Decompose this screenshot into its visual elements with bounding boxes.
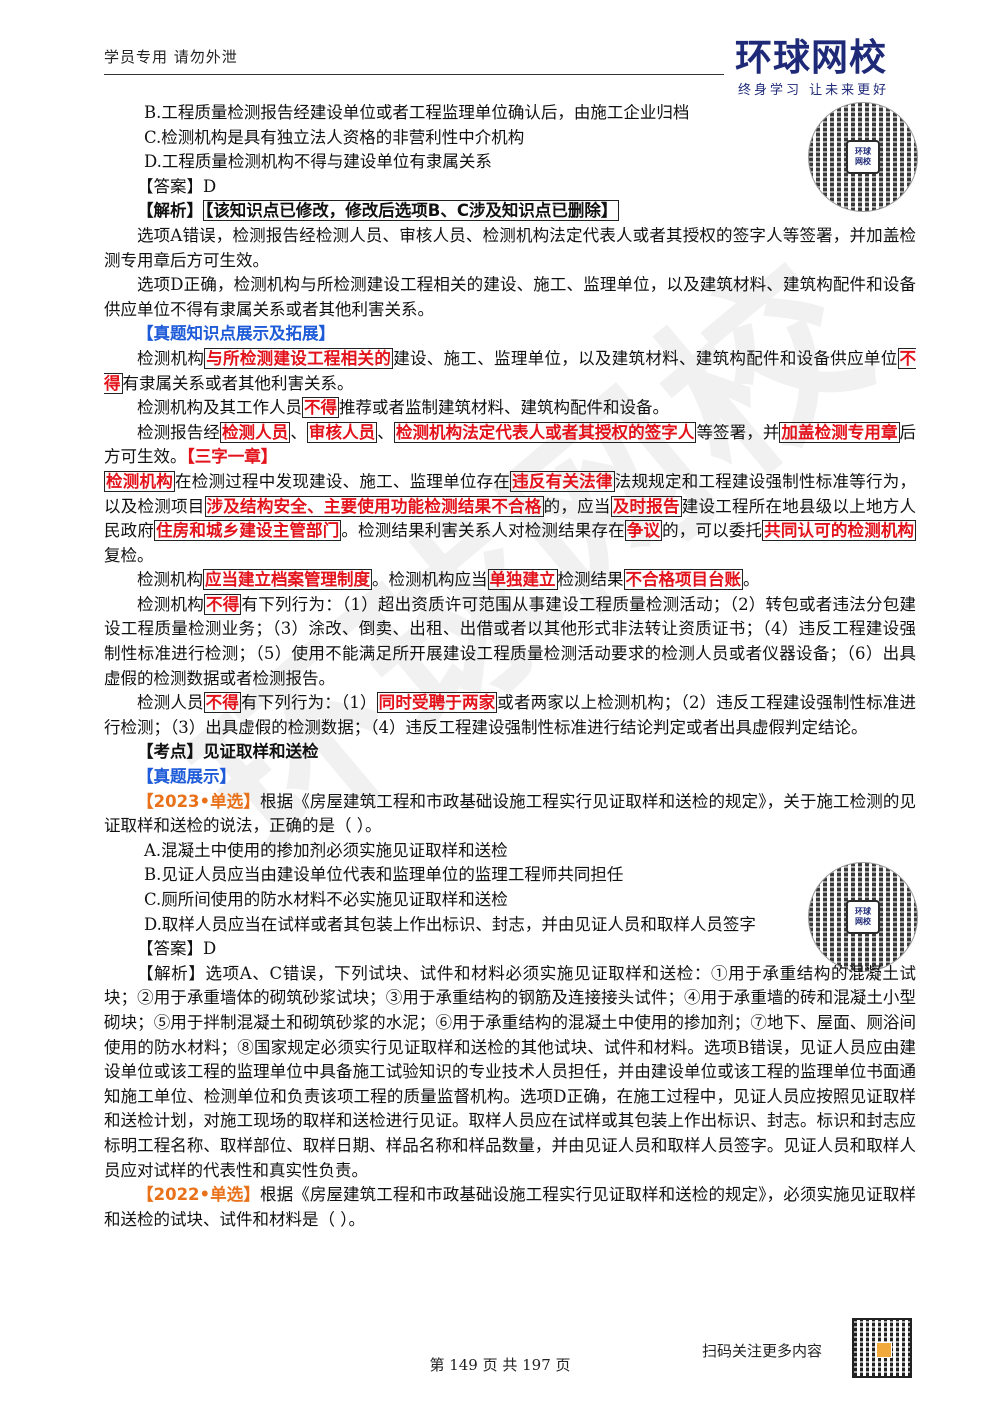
header-notice: 学员专用 请勿外泄 xyxy=(104,48,238,66)
real-question-heading: 【真题展示】 xyxy=(104,765,916,790)
text: 法规规定和工程建设强制性标准等行为，以及检测项目 xyxy=(104,471,917,516)
text: 检测机构及其工作人员 xyxy=(137,398,302,418)
qr-code-icon: 环球 网校 xyxy=(808,862,918,972)
q2-stem: 【2023•单选】根据《房屋建筑工程和市政基础设施工程实行见证取样和送检的规定》… xyxy=(104,790,916,839)
question-stem: 根据《房屋建筑工程和市政基础设施工程实行见证取样和送检的规定》，必须实施见证取样… xyxy=(104,1185,916,1229)
text: 检测人员 xyxy=(137,693,204,713)
highlight: 不合格项目台账 xyxy=(623,569,743,591)
knowledge-p7: 检测人员不得有下列行为：（1）同时受聘于两家或者两家以上检测机构；（2）违反工程… xyxy=(104,691,916,740)
q2-analysis: 【解析】选项A、C错误，下列试块、试件和材料必须实施见证取样和送检：①用于承重结… xyxy=(104,963,916,1180)
highlight: 同时受聘于两家 xyxy=(376,692,498,714)
highlight: 共同认可的检测机构 xyxy=(762,520,917,542)
knowledge-p1: 检测机构与所检测建设工程相关的建设、施工、监理单位，以及建筑材料、建筑构配件和设… xyxy=(104,347,917,396)
text: 。检测机构应当 xyxy=(372,570,488,590)
highlight: 及时报告 xyxy=(610,495,682,517)
highlight: 单独建立 xyxy=(487,569,558,591)
knowledge-heading-text: 【真题知识点展示及拓展】 xyxy=(137,324,335,344)
q1-answer: 【答案】D xyxy=(137,176,217,196)
page-number: 第 149 页 共 197 页 xyxy=(429,1356,571,1374)
qr-code-icon xyxy=(852,1318,912,1378)
text: 检测结果 xyxy=(557,570,624,590)
text: 等签署，并 xyxy=(696,422,780,442)
text: 或者两家以上检测机构；（2）违反工程建设强制性标准进行检测；（3）出具虚假的检测… xyxy=(104,693,917,737)
q2-option-b: B.见证人员应当由建设单位代表和监理单位的监理工程师共同担任 xyxy=(144,865,624,885)
analysis-note: 【该知识点已修改，修改后选项B、C涉及知识点已删除】 xyxy=(203,200,620,222)
qr-logo: 环球 网校 xyxy=(846,900,880,934)
highlight: 不得 xyxy=(203,692,241,714)
question-tag: 【2022•单选】 xyxy=(137,1185,261,1205)
text: 的，应当 xyxy=(543,496,611,516)
knowledge-p3: 检测报告经检测人员、审核人员、检测机构法定代表人或者其授权的签字人等签署，并加盖… xyxy=(104,421,916,470)
highlight: 涉及结构安全、主要使用功能检测结果不合格 xyxy=(204,495,544,517)
text: 检测机构 xyxy=(137,594,204,614)
text: 。检测结果利害关系人对检测结果存在 xyxy=(341,521,625,541)
q2-option-a: A.混凝土中使用的掺加剂必须实施见证取样和送检 xyxy=(144,840,508,860)
kaodian-heading-text: 【考点】见证取样和送检 xyxy=(137,742,319,762)
text: 建设工程所在地县级以上地方人民政府 xyxy=(104,496,917,541)
question-stem: 根据《房屋建筑工程和市政基础设施工程实行见证取样和送检的规定》，关于施工检测的见… xyxy=(104,791,916,836)
highlight: 审核人员 xyxy=(306,421,378,443)
text: 。 xyxy=(743,570,760,590)
knowledge-p6: 检测机构不得有下列行为：（1）超出资质许可范围从事建设工程质量检测活动；（2）转… xyxy=(104,593,916,691)
highlight: 不得 xyxy=(203,593,242,615)
q1-analysis-d: 选项D正确，检测机构与所检测建设工程相关的建设、施工、监理单位，以及建筑材料、建… xyxy=(104,275,916,319)
q1-option-b: B.工程质量检测报告经建设单位或者工程监理单位确认后，由施工企业归档 xyxy=(144,103,690,122)
highlight: 争议 xyxy=(624,520,663,542)
highlight: 不得 xyxy=(104,347,917,394)
brand-logo: 环球网校 终身学习 让未来更好 xyxy=(735,36,915,99)
qr-dot xyxy=(876,1342,892,1358)
highlight: 加盖检测专用章 xyxy=(779,421,900,443)
highlight: 住房和城乡建设主管部门 xyxy=(154,520,342,542)
text: 建设、施工、监理单位，以及建筑材料、建筑构配件和设备供应单位 xyxy=(393,348,898,368)
logo-slogan: 终身学习 让未来更好 xyxy=(738,83,890,98)
text: 在检测过程中发现建设、施工、监理单位存在 xyxy=(175,471,511,491)
text: 推荐或者监制建筑材料、建筑构配件和设备。 xyxy=(339,398,669,418)
text: 、 xyxy=(290,422,307,442)
q3-stem: 【2022•单选】根据《房屋建筑工程和市政基础设施工程实行见证取样和送检的规定》… xyxy=(104,1183,916,1232)
analysis-label: 【解析】 xyxy=(137,201,203,221)
text: 检测机构 xyxy=(137,348,205,368)
real-question-heading-text: 【真题展示】 xyxy=(137,767,236,787)
text: 后方可生效。 xyxy=(104,422,917,467)
q2-option-d: D.取样人员应当在试样或者其包装上作出标识、封志，并由见证人员和取样人员签字 xyxy=(144,914,756,934)
q1-option-d: D.工程质量检测机构不得与建设单位有隶属关系 xyxy=(144,152,492,172)
text: 有隶属关系或者其他利害关系。 xyxy=(122,373,354,393)
knowledge-p2: 检测机构及其工作人员不得推荐或者监制建筑材料、建筑构配件和设备。 xyxy=(104,396,916,421)
q2-option-c: C.厕所间使用的防水材料不必实施见证取样和送检 xyxy=(144,890,508,909)
text: 有下列行为：（1） xyxy=(240,693,377,713)
text: 的，可以委托 xyxy=(662,521,763,541)
knowledge-heading: 【真题知识点展示及拓展】 xyxy=(104,322,916,347)
kaodian-heading: 【考点】见证取样和送检 xyxy=(104,740,916,765)
text: 有下列行为：（1）超出资质许可范围从事建设工程质量检测活动；（2）转包或者违法分… xyxy=(104,594,917,688)
highlight: 检测机构 xyxy=(104,470,176,492)
q2-answer: 【答案】D xyxy=(137,939,217,959)
highlight: 与所检测建设工程相关的 xyxy=(204,347,394,369)
qr-code-icon: 环球 网校 xyxy=(808,102,918,212)
mnemonic-tag: 【三字一章】 xyxy=(186,447,278,467)
main-content: B.工程质量检测报告经建设单位或者工程监理单位确认后，由施工企业归档 C.检测机… xyxy=(104,101,917,1232)
knowledge-p4: 检测机构在检测过程中发现建设、施工、监理单位存在违反有关法律法规规定和工程建设强… xyxy=(104,470,917,568)
highlight: 应当建立档案管理制度 xyxy=(203,569,372,591)
knowledge-p5: 检测机构应当建立档案管理制度。检测机构应当单独建立检测结果不合格项目台账。 xyxy=(104,568,916,593)
text: 检测报告经 xyxy=(137,422,220,442)
highlight: 检测人员 xyxy=(219,421,291,443)
q1-analysis-a: 选项A错误，检测报告经检测人员、审核人员、检测机构法定代表人或者其授权的签字人等… xyxy=(104,225,916,270)
text: 复检。 xyxy=(104,545,154,565)
q1-analysis-heading: 【解析】【该知识点已修改，修改后选项B、C涉及知识点已删除】 xyxy=(104,199,916,224)
highlight: 违反有关法律 xyxy=(510,470,615,492)
text: 、 xyxy=(377,422,394,442)
q1-option-c: C.检测机构是具有独立法人资格的非营利性中介机构 xyxy=(144,127,525,147)
footer-scan-text: 扫码关注更多内容 xyxy=(702,1342,823,1360)
text: 检测机构 xyxy=(137,570,203,590)
highlight: 不得 xyxy=(302,397,339,419)
qr-logo: 环球 网校 xyxy=(846,140,880,174)
logo-name: 环球网校 xyxy=(735,36,887,79)
header-rule xyxy=(104,74,724,75)
question-tag: 【2023•单选】 xyxy=(137,791,261,811)
highlight: 检测机构法定代表人或者其授权的签字人 xyxy=(393,421,697,443)
